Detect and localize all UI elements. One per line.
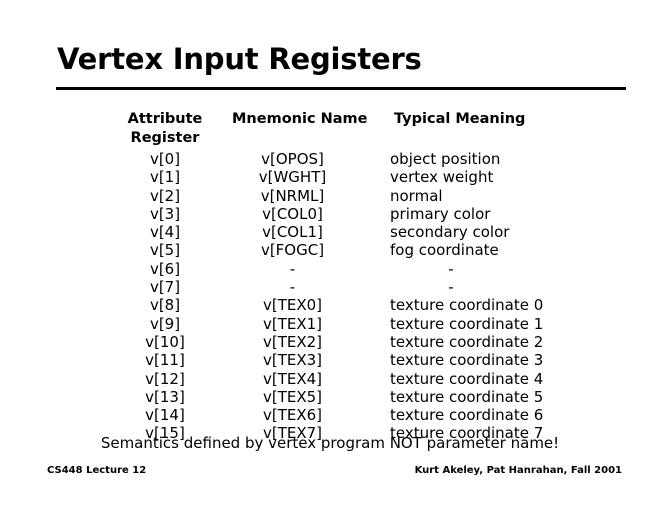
cell-mnemonic: v[COL1] [262, 223, 323, 242]
cell-mnemonic: v[TEX0] [262, 296, 323, 315]
column-header-register: Register [130, 130, 200, 146]
cell-mnemonic: v[TEX6] [262, 406, 323, 425]
cell-register: v[8] [149, 296, 181, 315]
semantics-note: Semantics defined by vertex program NOT … [100, 434, 560, 452]
cell-meaning: texture coordinate 6 [390, 406, 544, 425]
cell-register: v[12] [145, 369, 185, 388]
table-row: v[12] v[TEX4] texture coordinate 4 [0, 370, 660, 388]
title-divider [56, 87, 626, 90]
column-header-meaning: Typical Meaning [394, 111, 526, 127]
cell-meaning: texture coordinate 1 [390, 314, 544, 333]
cell-mnemonic: v[TEX2] [262, 332, 323, 351]
cell-register: v[6] [149, 259, 181, 278]
cell-mnemonic: - [289, 278, 296, 297]
table-row: v[3] v[COL0] primary color [0, 205, 660, 223]
table-row: v[5] v[FOGC] fog coordinate [0, 241, 660, 259]
table-header-row: Attribute Mnemonic Name Typical Meaning [0, 110, 660, 129]
cell-register: v[3] [149, 204, 181, 223]
cell-mnemonic: v[FOGC] [260, 241, 325, 260]
cell-mnemonic: v[TEX3] [262, 351, 323, 370]
cell-meaning: secondary color [390, 223, 510, 242]
table-row: v[8] v[TEX0] texture coordinate 0 [0, 296, 660, 314]
cell-register: v[4] [149, 223, 181, 242]
cell-register: v[2] [149, 186, 181, 205]
footer-authors-label: Kurt Akeley, Pat Hanrahan, Fall 2001 [414, 465, 622, 476]
vertex-input-registers-table: Attribute Mnemonic Name Typical Meaning … [0, 110, 660, 442]
cell-mnemonic: v[TEX7] [262, 424, 323, 443]
column-header-mnemonic: Mnemonic Name [232, 111, 368, 127]
cell-register: v[13] [145, 387, 185, 406]
cell-register: v[1] [149, 168, 181, 187]
cell-meaning: - [448, 278, 454, 297]
cell-meaning: - [448, 259, 454, 278]
cell-register: v[0] [149, 150, 181, 168]
cell-register: v[15] [145, 424, 185, 443]
table-row: v[15] v[TEX7] texture coordinate 7 [0, 424, 660, 442]
cell-mnemonic: v[OPOS] [261, 150, 324, 168]
cell-meaning: texture coordinate 2 [390, 332, 544, 351]
cell-register: v[14] [145, 406, 185, 425]
cell-register: v[11] [145, 351, 185, 370]
cell-mnemonic: v[WGHT] [258, 168, 327, 187]
cell-meaning: fog coordinate [390, 241, 499, 260]
cell-register: v[7] [149, 278, 181, 297]
table-row: v[14] v[TEX6] texture coordinate 6 [0, 406, 660, 424]
cell-mnemonic: - [289, 259, 296, 278]
table-row: v[11] v[TEX3] texture coordinate 3 [0, 351, 660, 369]
footer-course-label: CS448 Lecture 12 [47, 465, 147, 476]
column-header-attribute: Attribute [127, 111, 203, 127]
cell-mnemonic: v[COL0] [262, 204, 323, 223]
cell-meaning: texture coordinate 7 [390, 424, 544, 443]
table-row: v[13] v[TEX5] texture coordinate 5 [0, 388, 660, 406]
cell-meaning: texture coordinate 0 [390, 296, 544, 315]
cell-register: v[9] [149, 314, 181, 333]
cell-meaning: vertex weight [390, 168, 494, 187]
table-row: v[0] v[OPOS] object position [0, 150, 660, 168]
cell-register: v[10] [145, 332, 185, 351]
cell-mnemonic: v[TEX4] [262, 369, 323, 388]
cell-meaning: primary color [390, 204, 491, 223]
cell-meaning: object position [390, 150, 501, 168]
cell-mnemonic: v[TEX5] [262, 387, 323, 406]
table-row: v[6] - - [0, 260, 660, 278]
cell-mnemonic: v[NRML] [260, 186, 325, 205]
cell-mnemonic: v[TEX1] [262, 314, 323, 333]
cell-meaning: texture coordinate 5 [390, 387, 544, 406]
table-row: v[2] v[NRML] normal [0, 187, 660, 205]
table-row: v[4] v[COL1] secondary color [0, 223, 660, 241]
table-row: v[1] v[WGHT] vertex weight [0, 168, 660, 186]
cell-meaning: texture coordinate 4 [390, 369, 544, 388]
table-row: v[7] - - [0, 278, 660, 296]
table-body: v[0] v[OPOS] object position v[1] v[WGHT] ver… [0, 150, 660, 443]
cell-meaning: texture coordinate 3 [390, 351, 544, 370]
cell-register: v[5] [149, 241, 181, 260]
table-row: v[10] v[TEX2] texture coordinate 2 [0, 333, 660, 351]
page-title: Vertex Input Registers [57, 42, 422, 76]
table-row: v[9] v[TEX1] texture coordinate 1 [0, 315, 660, 333]
cell-meaning: normal [390, 186, 443, 205]
